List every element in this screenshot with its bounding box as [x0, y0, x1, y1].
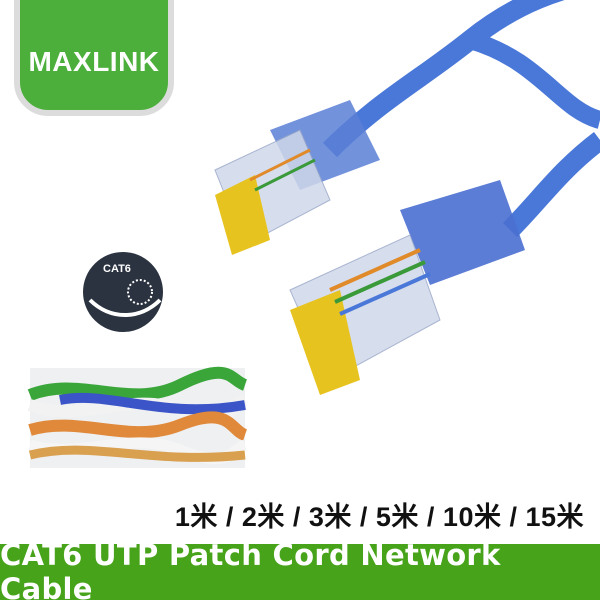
brand-logo: MAXLINK [14, 0, 174, 116]
connector-lower [289, 180, 525, 395]
badge-label: CAT6 [103, 263, 131, 275]
cable-upper [322, 0, 565, 158]
twisted-pairs-photo [27, 366, 248, 468]
length-options: 1米 / 2米 / 3米 / 5米 / 10米 / 15米 [174, 502, 584, 532]
cable-loop [467, 31, 600, 129]
product-title: CAT6 UTP Patch Cord Network Cable [0, 538, 501, 606]
cable-lower [502, 132, 600, 238]
connector-upper [214, 100, 380, 255]
title-band: CAT6 UTP Patch Cord Network Cable [0, 538, 600, 606]
cat6-badge: CAT6 [83, 252, 163, 332]
brand-name: MAXLINK [28, 46, 160, 77]
